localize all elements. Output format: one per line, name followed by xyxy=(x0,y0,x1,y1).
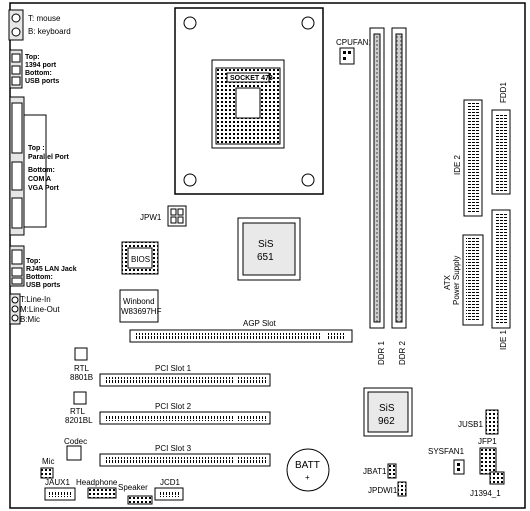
ddr2-label: DDR 2 xyxy=(398,340,407,365)
j1394-label: J1394_1 xyxy=(470,489,501,498)
pci1-label: PCI Slot 1 xyxy=(155,364,192,373)
rtl8801-model: 8801B xyxy=(70,373,93,382)
speaker-header xyxy=(127,495,153,505)
pci3-slot xyxy=(99,453,271,467)
fdd-connector xyxy=(491,109,511,195)
jbat-jumper xyxy=(387,463,397,479)
sis651-chip xyxy=(237,217,301,281)
jpdwi-label: JPDWI1 xyxy=(368,486,398,495)
ide1-connector xyxy=(491,209,511,329)
agp-slot xyxy=(129,329,353,343)
speaker-label: Speaker xyxy=(118,483,148,492)
pci2-label: PCI Slot 2 xyxy=(155,402,192,411)
ps2-connector xyxy=(8,9,24,41)
ddr1-slot xyxy=(369,27,385,329)
usb1394-top-label: Top: xyxy=(25,54,40,61)
jcd-label: JCD1 xyxy=(160,478,181,487)
lan-usb-label: USB ports xyxy=(26,282,60,289)
lan-top-label: Top: xyxy=(26,258,41,265)
sis651-name: SiS xyxy=(258,239,274,250)
codec-label: Codec xyxy=(64,437,87,446)
vga-port-label: VGA Port xyxy=(28,185,60,192)
keyboard-label: B: keyboard xyxy=(28,27,71,36)
socket-label: SOCKET 478 xyxy=(230,75,273,82)
jfp1-label: JFP1 xyxy=(478,437,497,446)
sis651-model: 651 xyxy=(257,252,274,263)
lan-usb-connector xyxy=(9,245,25,287)
parallel-top-label: Top : xyxy=(28,145,45,152)
jusb1-label: JUSB1 xyxy=(458,420,483,429)
mic-jack-label: B:Mic xyxy=(20,315,40,324)
battery-label: BATT xyxy=(295,460,320,471)
jpw1-label: JPW1 xyxy=(140,213,162,222)
jfp1-header xyxy=(479,447,497,475)
cmos-battery xyxy=(286,448,330,492)
lan-rj45-label: RJ45 LAN Jack xyxy=(26,266,77,273)
jaux-label: JAUX1 xyxy=(45,478,70,487)
j1394-header xyxy=(489,471,505,485)
battery-plus: + xyxy=(305,473,310,482)
sysfan-label: SYSFAN1 xyxy=(428,447,465,456)
winbond-model: W83697HF xyxy=(121,307,162,316)
sis962-chip xyxy=(363,387,413,437)
agp-label: AGP Slot xyxy=(243,319,277,328)
parallel-bottom-label: Bottom: xyxy=(28,167,55,174)
sysfan-header xyxy=(453,459,465,475)
bios-chip xyxy=(121,241,159,275)
usb-1394-connector xyxy=(9,49,23,89)
lan-bottom-label: Bottom: xyxy=(26,274,53,281)
jbat-label: JBAT1 xyxy=(363,467,387,476)
ddr1-label: DDR 1 xyxy=(377,340,386,365)
io-label-panel xyxy=(23,114,47,228)
rtl8801-name: RTL xyxy=(74,364,90,373)
jpdwi-jumper xyxy=(397,481,407,497)
pci1-slot xyxy=(99,373,271,387)
cpufan-label: CPUFAN1 xyxy=(336,38,373,47)
mic-header xyxy=(40,467,54,479)
ddr2-slot xyxy=(391,27,407,329)
atx-power-connector xyxy=(462,234,484,326)
rtl8201-name: RTL xyxy=(70,407,86,416)
sis962-model: 962 xyxy=(378,416,395,427)
atx-label: ATX xyxy=(443,274,452,290)
audio-jacks xyxy=(9,293,21,325)
winbond-name: Winbond xyxy=(123,297,155,306)
ide2-label: IDE 2 xyxy=(453,154,462,175)
rtl8201-model: 8201BL xyxy=(65,416,93,425)
usb1394-1394-label: 1394 port xyxy=(25,62,57,69)
cpufan-header xyxy=(339,47,355,65)
cpu-socket xyxy=(174,7,324,195)
power-supply-label: Power Supply xyxy=(452,256,461,305)
rtl8201-chip xyxy=(73,391,87,405)
mic-header-label: Mic xyxy=(42,457,54,466)
codec-chip xyxy=(66,445,82,461)
fdd-label: FDD1 xyxy=(499,82,508,103)
ide1-label: IDE 1 xyxy=(499,329,508,350)
pci2-slot xyxy=(99,411,271,425)
mouse-label: T: mouse xyxy=(28,14,61,23)
winbond-chip xyxy=(119,289,159,323)
pci3-label: PCI Slot 3 xyxy=(155,444,192,453)
jpw1-connector xyxy=(167,205,187,227)
line-in-label: T:Line-In xyxy=(20,295,51,304)
usb1394-bottom-label: Bottom: xyxy=(25,70,52,77)
com-a-label: COM A xyxy=(28,176,51,183)
sis962-name: SiS xyxy=(379,403,395,414)
headphone-header xyxy=(87,487,117,499)
bios-label: BIOS xyxy=(131,255,150,264)
jusb1-header xyxy=(485,409,499,435)
line-out-label: M:Line-Out xyxy=(20,305,60,314)
rtl8801-chip xyxy=(74,347,88,361)
headphone-label: Headphone xyxy=(76,478,118,487)
parallel-port-label: Parallel Port xyxy=(28,154,70,161)
usb1394-usb-label: USB ports xyxy=(25,78,59,85)
ide2-connector xyxy=(463,99,483,217)
parallel-com-vga-connector xyxy=(9,96,25,236)
